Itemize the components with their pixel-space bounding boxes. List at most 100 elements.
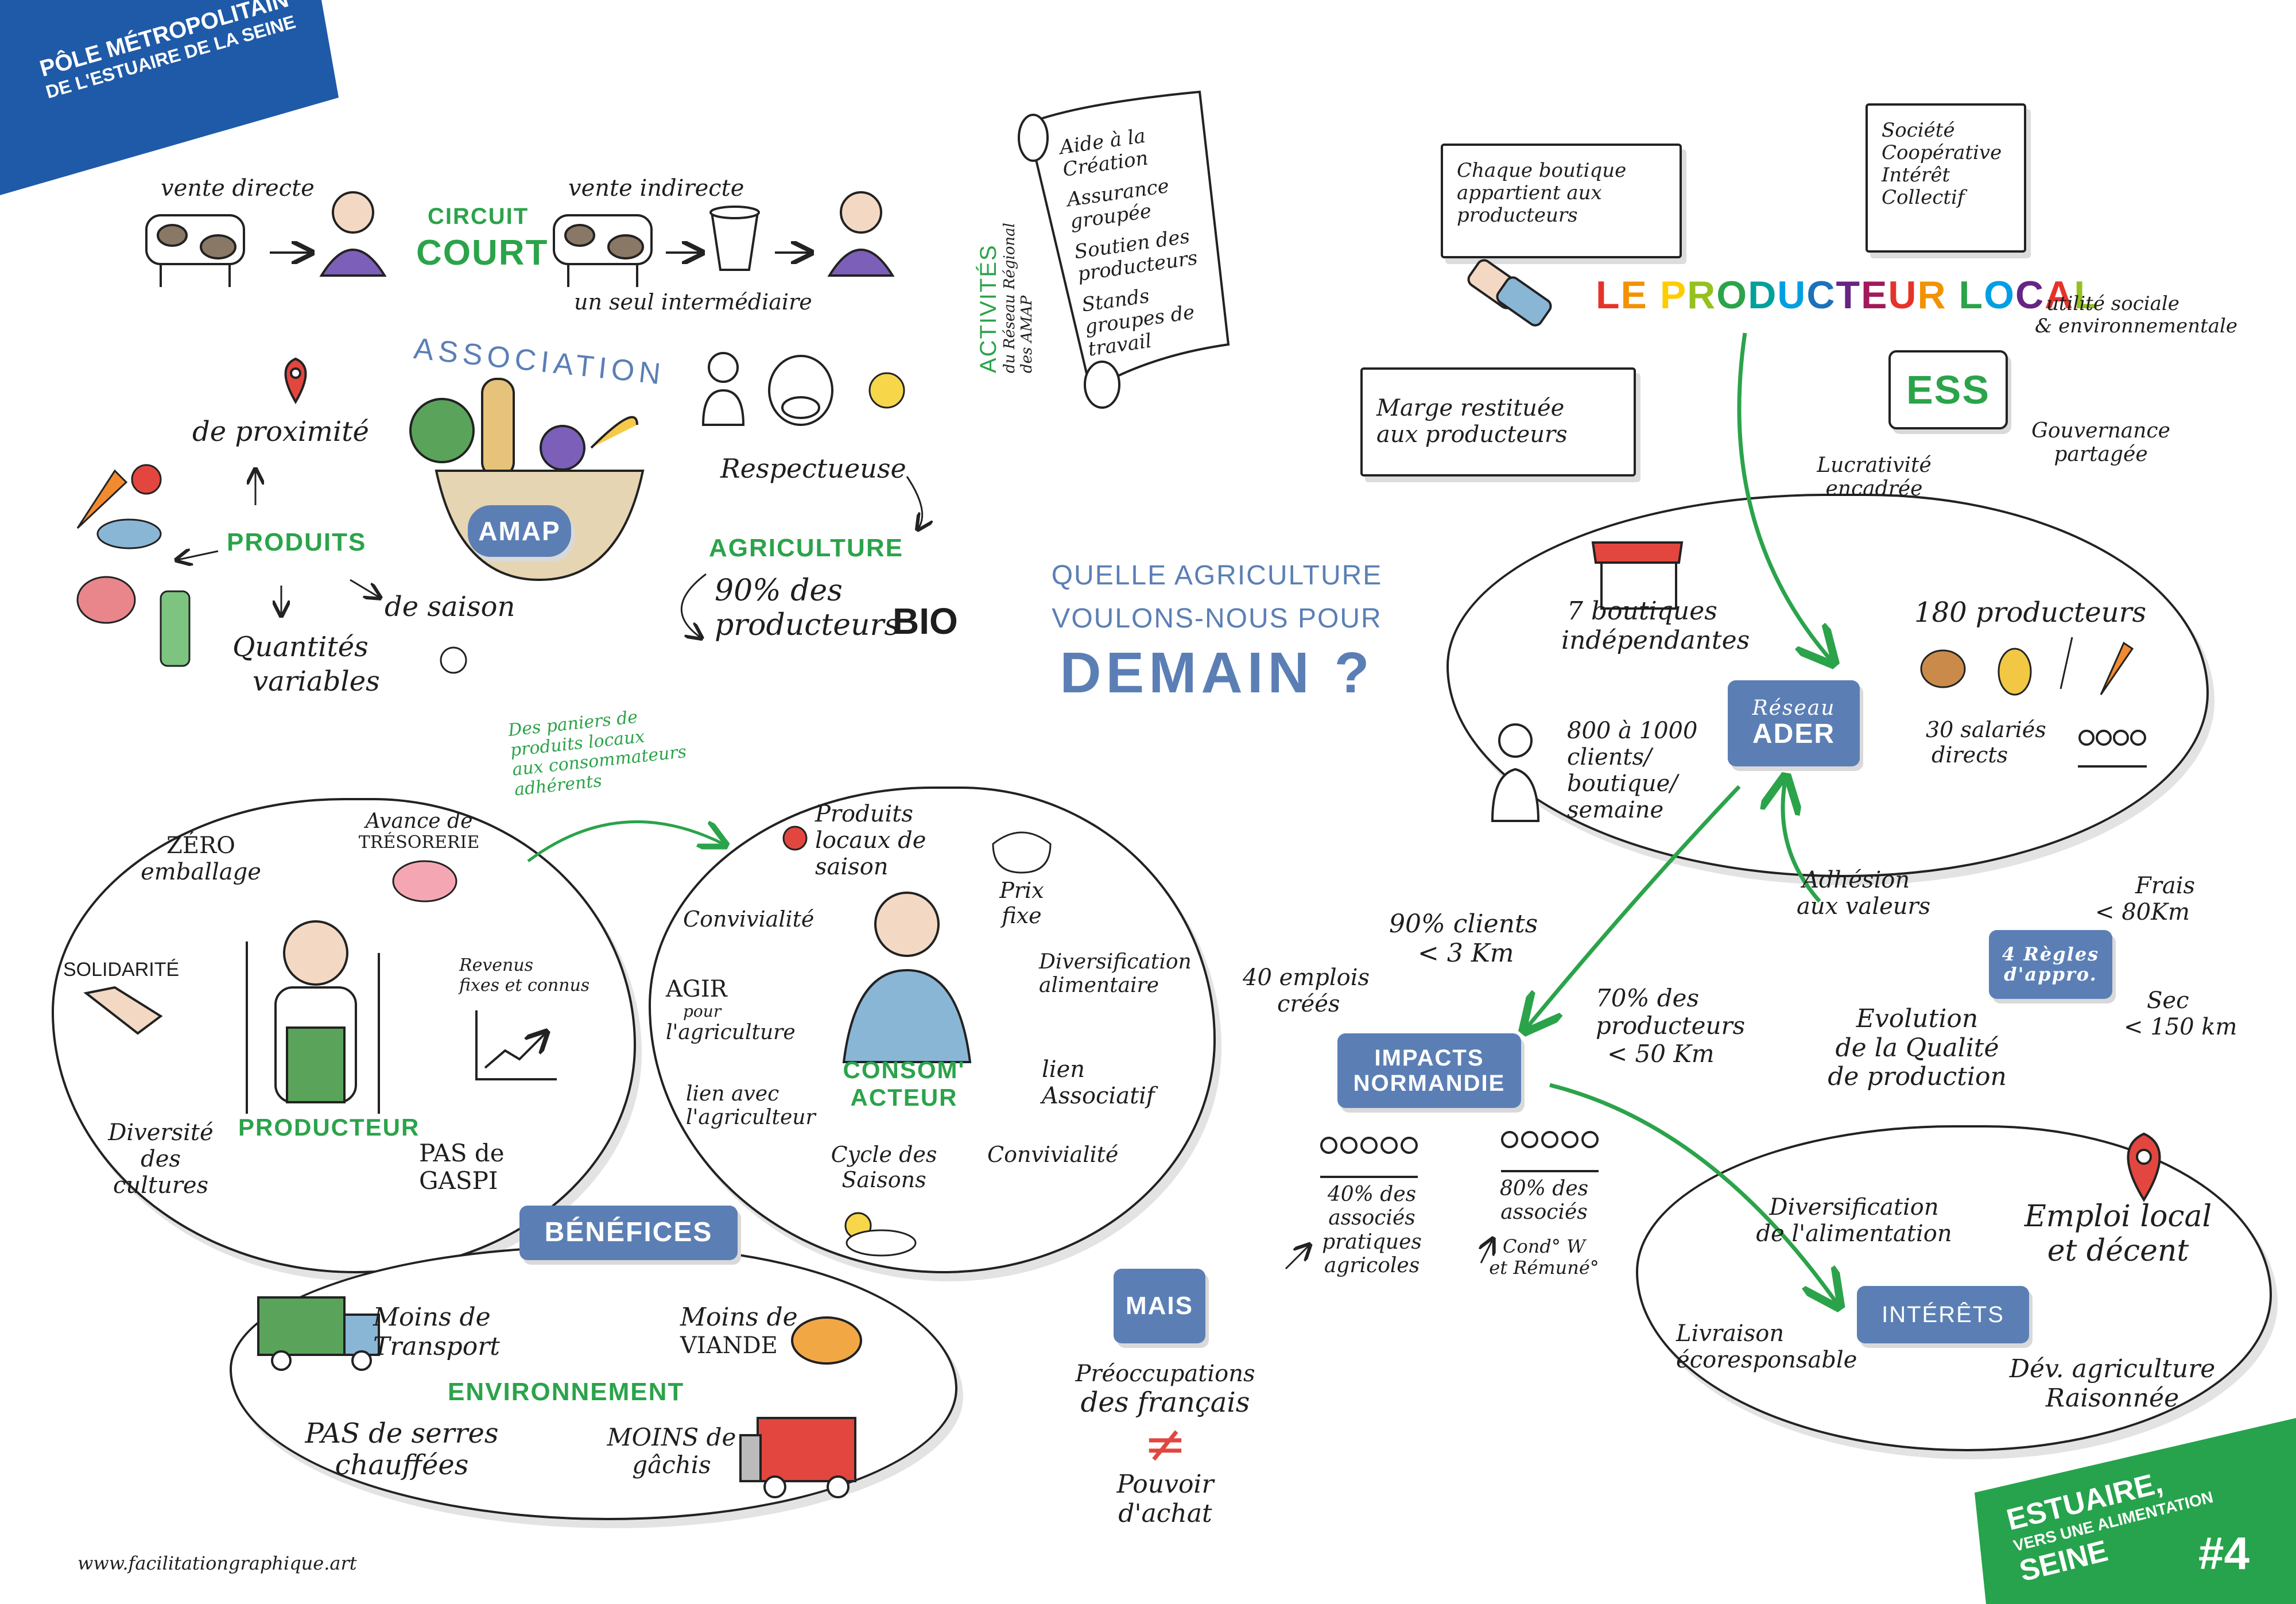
- salaries-line1: 30 salariés: [1926, 717, 2046, 742]
- diversite-line1: Diversité: [108, 1119, 214, 1146]
- emplois-line1: 40 emplois: [1243, 964, 1370, 991]
- intermediaire-label: un seul intermédiaire: [574, 289, 812, 315]
- title-letter: [1648, 273, 1660, 317]
- lien-agri-line2: l'agriculteur: [686, 1106, 816, 1130]
- producteurs-proximite-block: 70% des producteurs < 50 Km: [1596, 984, 1745, 1068]
- agir-line2: pour: [683, 1002, 722, 1021]
- arrow-icon-7: [350, 579, 379, 597]
- lien-agri-line1: lien avec: [686, 1082, 779, 1106]
- agir-line1: AGIR: [666, 976, 727, 1002]
- arrow-regles-reseau: [1783, 781, 1821, 903]
- associes80-line2: associés: [1500, 1200, 1588, 1225]
- title-letter: E: [1620, 273, 1648, 317]
- arrow-benefices-consom: [527, 820, 723, 863]
- title-letter: [1947, 273, 1959, 317]
- title-letter: C: [2015, 273, 2045, 317]
- scroll-icon: [1018, 90, 1230, 409]
- arrow-icon-11: [1481, 1240, 1492, 1264]
- prix-line2: fixe: [1002, 902, 1042, 928]
- sec-line1: Sec: [2147, 987, 2189, 1014]
- bubble-scic: Société Coopérative Intérêt Collectif: [1865, 103, 2026, 253]
- quantites-line2: variables: [253, 665, 380, 698]
- consomacteur-title1: CONSOM': [843, 1056, 965, 1083]
- livraison-line1: Livraison: [1676, 1320, 1785, 1347]
- bubble-marge-line1: Marge restituée: [1376, 395, 1565, 421]
- bottle-icon: [160, 590, 191, 667]
- emploi-line1: Emploi local: [2024, 1199, 2212, 1234]
- shop-icon: [1591, 541, 1684, 610]
- activites-subtitle2: des AMAP: [1018, 295, 1035, 373]
- frais-block: Frais < 80Km: [2095, 873, 2195, 925]
- produits-locaux-line1: Produits: [815, 801, 913, 827]
- utilite-line1: utilité sociale: [2046, 292, 2179, 315]
- corner-banner-shape: [0, 0, 339, 195]
- boutiques-line1: 7 boutiques: [1567, 596, 1717, 626]
- impacts-normandie-badge: IMPACTS NORMANDIE: [1337, 1033, 1521, 1108]
- person-silhouette-icon: [701, 352, 745, 426]
- bio-line1: 90% des: [715, 574, 843, 608]
- diversite-cultures: Diversité des cultures: [92, 1119, 230, 1199]
- revenus-line1: Revenus: [459, 955, 534, 975]
- clients-proximite-block: 90% clients < 3 Km: [1389, 909, 1538, 968]
- question-line3: DEMAIN ?: [1060, 641, 1374, 705]
- dev-block: Dév. agriculture Raisonnée: [1992, 1354, 2233, 1413]
- dev-line1: Dév. agriculture: [2009, 1354, 2216, 1384]
- clients-line3: boutique/: [1567, 770, 1678, 797]
- clients-proximite-line2: < 3 Km: [1418, 938, 1514, 968]
- gouvernance-line2: partagée: [2054, 443, 2148, 467]
- agriculture-title: AGRICULTURE: [709, 534, 903, 562]
- associes40-line3: pratiques: [1322, 1230, 1422, 1254]
- transport-line2: Transport: [373, 1331, 500, 1361]
- viande-line2: VIANDE: [680, 1332, 778, 1359]
- people-group-icon-3: [1501, 1131, 1599, 1172]
- location-pin-icon: [284, 357, 307, 404]
- avance-tresorerie: Avance de TRÉSORERIE: [350, 809, 488, 853]
- reseau-ader-badge: Réseau ADER: [1728, 680, 1860, 766]
- gachis-block: MOINS de gâchis: [597, 1423, 746, 1479]
- environnement-title: ENVIRONNEMENT: [448, 1378, 685, 1406]
- question-line2: VOULONS-NOUS POUR: [1052, 603, 1382, 634]
- yogurt-icon: [709, 206, 760, 271]
- purse-icon: [992, 831, 1052, 874]
- activites-block: ACTIVITÉS du Réseau Régional des AMAP: [976, 201, 1036, 373]
- clients-line2: clients/: [1567, 744, 1652, 770]
- arrow-icon-9: [680, 573, 707, 637]
- producteur-local-title: LE PRODUCTEUR LOCAL: [1596, 273, 2099, 317]
- evolution-block: Evolution de la Qualité de production: [1808, 1004, 2026, 1092]
- title-letter: T: [1836, 273, 1861, 317]
- revenus-line2: fixes et connus: [459, 975, 590, 995]
- viande-block: Moins de VIANDE: [680, 1303, 798, 1359]
- circuit-title1: CIRCUIT: [428, 204, 529, 229]
- arrow-reseau-impacts: [1527, 785, 1741, 1028]
- sun-icon: [440, 646, 467, 674]
- agir-line3: l'agriculture: [666, 1021, 796, 1045]
- preoccupations-line1: Préoccupations: [1075, 1361, 1255, 1387]
- boutiques-block: 7 boutiques indépendantes: [1561, 596, 1750, 655]
- consomacteur-title: CONSOM' ACTEUR: [838, 1056, 970, 1111]
- emploi-line2: et décent: [2047, 1233, 2189, 1268]
- sec-line2: < 150 km: [2124, 1014, 2237, 1040]
- reseau-badge-line1: Réseau: [1752, 696, 1836, 720]
- frais-line2: < 80Km: [2095, 899, 2190, 925]
- dev-line2: Raisonnée: [2045, 1383, 2179, 1413]
- gachis-line2: gâchis: [632, 1451, 711, 1479]
- produits-locaux-line3: saison: [815, 854, 889, 880]
- amap-badge: AMAP: [468, 505, 571, 557]
- produits-locaux-block: Produits locaux de saison: [815, 801, 926, 880]
- associes40-block: 40% des associés pratiques agricoles: [1303, 1183, 1441, 1278]
- cow-icon: [145, 214, 245, 287]
- signature: www.facilitationgraphique.art: [77, 1552, 357, 1574]
- adhesion-block: Adhésion aux valeurs: [1797, 867, 1930, 920]
- activites-item: Soutien des producteurs: [1073, 225, 1199, 286]
- chicken-icon: [1920, 649, 1966, 688]
- diversite-line3: cultures: [113, 1172, 209, 1199]
- bubble-marge: Marge restituée aux producteurs: [1360, 367, 1636, 476]
- lucrativite-line1: Lucrativité: [1817, 454, 1932, 477]
- apple-icon-2: [782, 826, 808, 851]
- preoccupations-line2: des français: [1080, 1386, 1250, 1419]
- garbage-truck-icon: [739, 1417, 856, 1498]
- quantites-line1: Quantités: [232, 631, 369, 663]
- impacts-badge-line1: IMPACTS: [1374, 1045, 1484, 1071]
- serres-line2: chauffées: [335, 1449, 469, 1482]
